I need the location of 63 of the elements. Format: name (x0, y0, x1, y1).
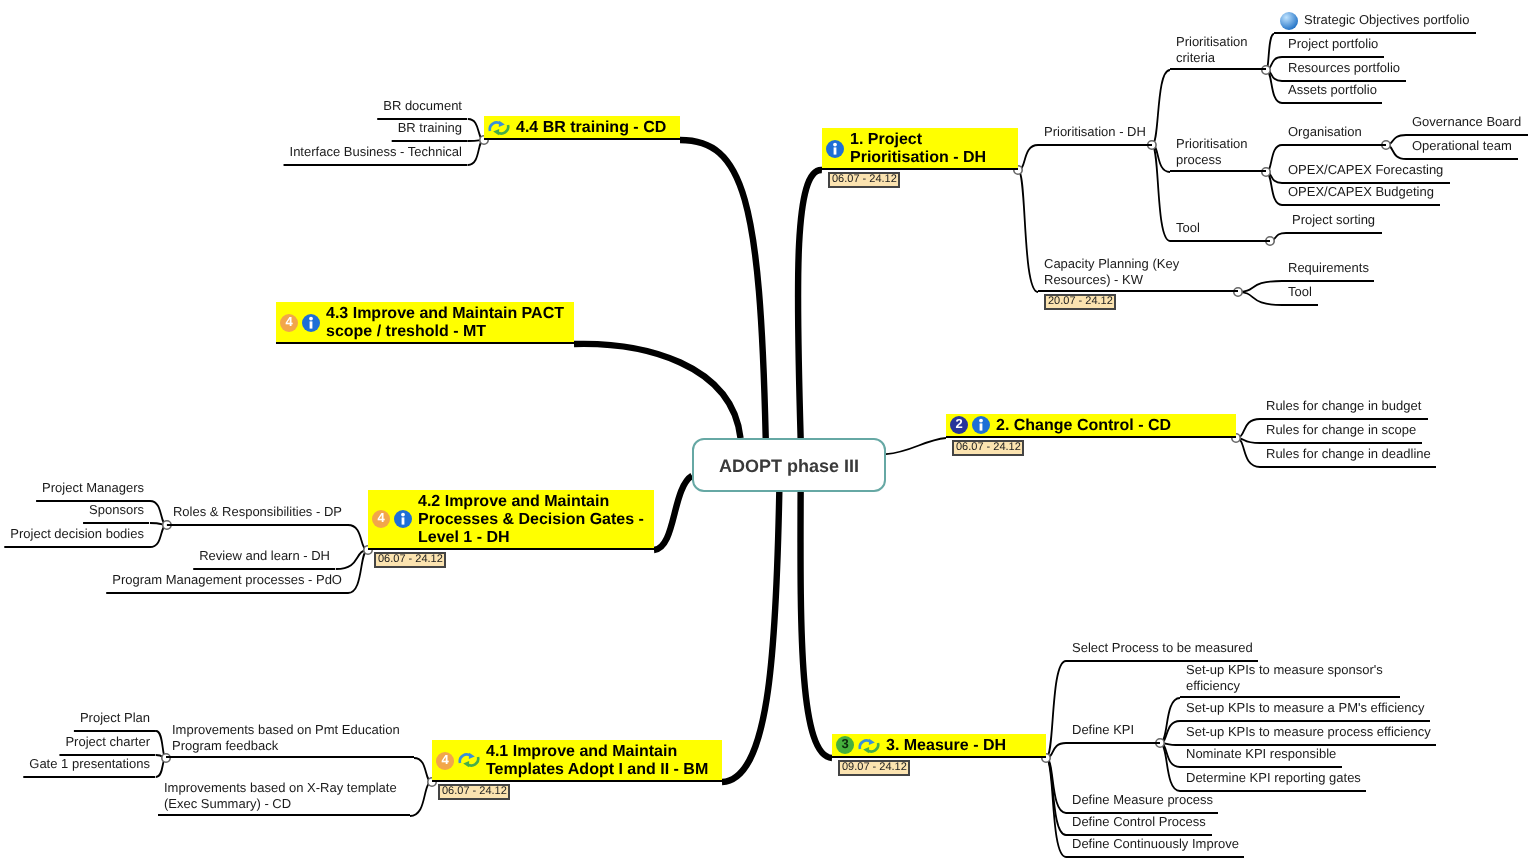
branch-line (1045, 742, 1067, 759)
topic-box (822, 128, 1018, 170)
branch-line (1235, 418, 1261, 439)
branch-line (1385, 144, 1407, 160)
central-topic-title: ADOPT phase III (718, 455, 859, 475)
branch-line (1265, 69, 1283, 104)
topic-title: 4.3 Improve and Maintain PACT scope / treshold - MT (326, 304, 566, 340)
branch-line (149, 500, 168, 526)
branch-line (1237, 291, 1283, 306)
branch-line (1235, 437, 1261, 468)
thick-branch-line (721, 491, 783, 786)
branch-line (1159, 697, 1181, 744)
thick-branch-line (794, 166, 823, 439)
branch-line (1151, 144, 1171, 173)
branch-line (1385, 134, 1407, 146)
branch-line (1017, 169, 1039, 293)
branch-line (335, 549, 369, 570)
branch-item (1274, 12, 1476, 34)
branch-line (1159, 720, 1181, 744)
branch-line (1045, 757, 1067, 858)
branch-line (1151, 69, 1171, 146)
topic-title: 2. Change Control - CD (996, 416, 1174, 434)
thick-branch-line (653, 473, 695, 554)
branch-line (347, 549, 369, 594)
branch-line (1235, 437, 1261, 444)
branch-line (409, 781, 433, 817)
branch-line (467, 139, 485, 166)
branch-line (155, 730, 167, 759)
topic-title: 3. Measure - DH (886, 736, 1009, 754)
branch-line (1045, 757, 1067, 814)
topic-box (432, 740, 722, 782)
branch-line (1265, 56, 1283, 71)
branch-line (1045, 660, 1067, 759)
branch-line (1265, 171, 1283, 184)
topic-title: 4.1 Improve and Maintain Templates Adopt I and II - BM (486, 742, 711, 778)
branch-line (347, 524, 369, 551)
topic-title: 4.4 BR training - CD (516, 118, 669, 136)
branch-line (1159, 742, 1181, 746)
central-topic-box (692, 438, 886, 492)
topic-title: 4.2 Improve and Maintain Processes & Decision Gates - Level 1 - DH (418, 492, 646, 546)
branch-line (467, 118, 485, 141)
branch-line (1265, 144, 1283, 173)
branch-line (413, 757, 433, 783)
branch-line (155, 757, 167, 778)
topic-box (946, 414, 1236, 438)
topic-box (368, 490, 654, 550)
branch-line (1151, 144, 1171, 242)
topic-title: 1. Project Prioritisation - DH (850, 130, 989, 166)
thick-branch-line (574, 340, 744, 439)
branch-line (1237, 280, 1283, 293)
topic-box (276, 302, 574, 344)
branch-line (1017, 144, 1039, 171)
branch-line (1159, 742, 1181, 768)
branch-line (1265, 69, 1283, 82)
branch-line (1159, 742, 1181, 792)
branch-line (1265, 33, 1275, 71)
branch-line (149, 524, 168, 548)
thick-branch-line (679, 136, 769, 439)
topic-box (484, 116, 680, 140)
topic-box (832, 734, 1046, 758)
branch-line (885, 437, 947, 456)
branch-line (1269, 232, 1287, 242)
branch-line (1265, 171, 1283, 206)
